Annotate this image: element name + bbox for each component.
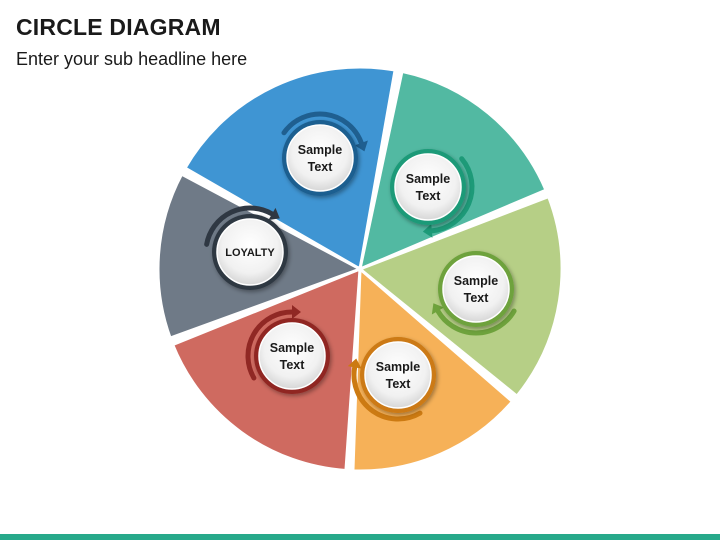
segment-label-line: LOYALTY [225,247,275,259]
cycle-arrow-icon [204,205,275,247]
arrowhead-icon [422,223,433,238]
label-disc [364,341,432,409]
segment-label-line: Sample [454,274,499,288]
segment-label-line: Sample [298,143,343,157]
cycle-arrow-icon [281,111,364,146]
label-disc [286,124,354,192]
cycle-arrow-icon [245,309,295,381]
arrowhead-icon [292,305,301,319]
cycle-arrow-icon [429,156,475,234]
segment-label-line: Sample [376,360,421,374]
segment-label-line: Sample [406,172,451,186]
label-disc [394,153,462,221]
segment-label-line: Text [464,291,490,305]
cycle-arrow-icon [435,308,517,336]
segment-label-line: Text [416,189,442,203]
segment-label-line: Sample [270,341,315,355]
label-disc [216,218,284,286]
label-disc [258,322,326,390]
page-title: CIRCLE DIAGRAM [16,14,221,40]
page-subtitle: Enter your sub headline here [16,49,248,69]
arrowhead-icon [354,140,368,152]
label-disc [442,255,510,323]
segment-label-line: Text [280,358,306,372]
segment-label-line: Text [386,377,412,391]
arrowhead-icon [347,358,362,369]
cycle-arrow-icon [351,364,423,422]
arrowhead-icon [431,303,444,315]
segment-label-line: Text [308,160,334,174]
bottom-accent-bar [0,534,720,540]
arrowhead-icon [268,207,280,220]
